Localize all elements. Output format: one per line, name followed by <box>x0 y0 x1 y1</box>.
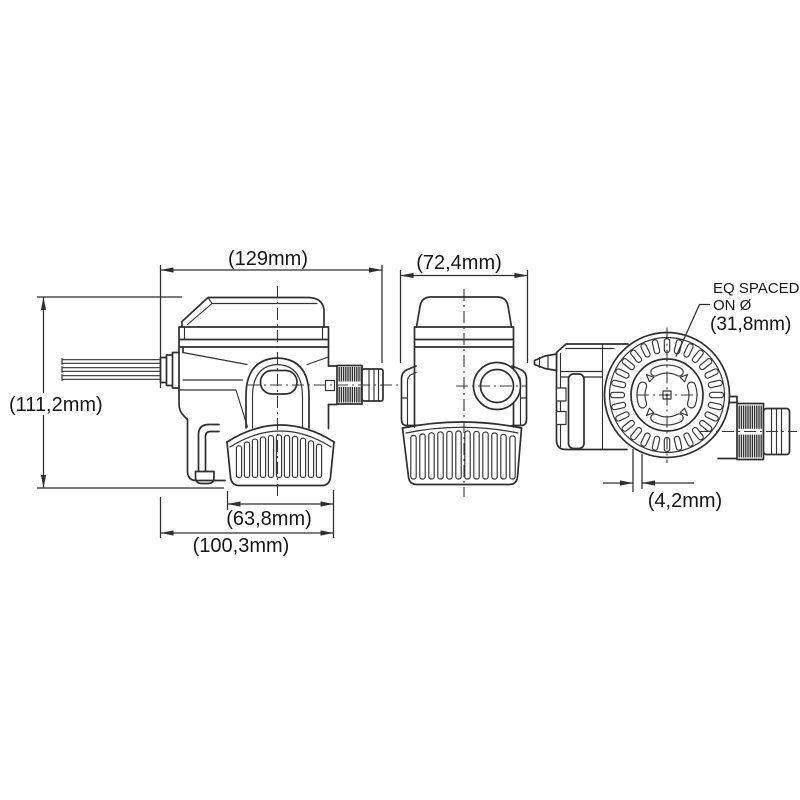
dimension-129: (129mm) <box>159 248 383 538</box>
strainer-bottom-circle <box>603 327 731 463</box>
dimension-111-2: (111,2mm) <box>4 296 224 489</box>
discharge-elbow <box>194 423 220 485</box>
eq-spaced-note: EQ SPACED ON Ø (31,8mm) <box>675 280 800 357</box>
wire-outlet-top <box>533 353 558 372</box>
side-centerlines <box>248 286 402 500</box>
dim-label-4-2: (4,2mm) <box>648 490 722 512</box>
front-centerlines <box>456 289 526 497</box>
bottom-view <box>533 327 797 463</box>
dimension-4-2: (4,2mm) <box>603 449 722 512</box>
wire-strain-relief <box>159 351 180 389</box>
motor-cap-outline <box>181 296 325 328</box>
dim-label-100-3: (100,3mm) <box>193 535 290 557</box>
note-line-1: EQ SPACED <box>713 280 800 297</box>
dim-label-129: (129mm) <box>228 248 308 270</box>
side-view <box>61 286 402 500</box>
note-line-3: (31,8mm) <box>710 314 791 335</box>
note-line-2: ON Ø <box>713 297 752 314</box>
wires <box>61 357 162 382</box>
dim-label-111-2: (111,2mm) <box>9 394 103 416</box>
mount-clip-left <box>400 365 417 427</box>
dim-label-72-4: (72,4mm) <box>416 252 502 274</box>
front-view <box>400 289 528 497</box>
dim-label-63-8: (63,8mm) <box>226 508 312 530</box>
dimension-63-8: (63,8mm) <box>226 490 335 538</box>
dimension-72-4: (72,4mm) <box>399 252 529 363</box>
motor-body-top <box>533 343 629 451</box>
strainer-side <box>226 424 335 487</box>
dimension-100-3: (100,3mm) <box>160 530 334 557</box>
strainer-front <box>401 421 523 486</box>
